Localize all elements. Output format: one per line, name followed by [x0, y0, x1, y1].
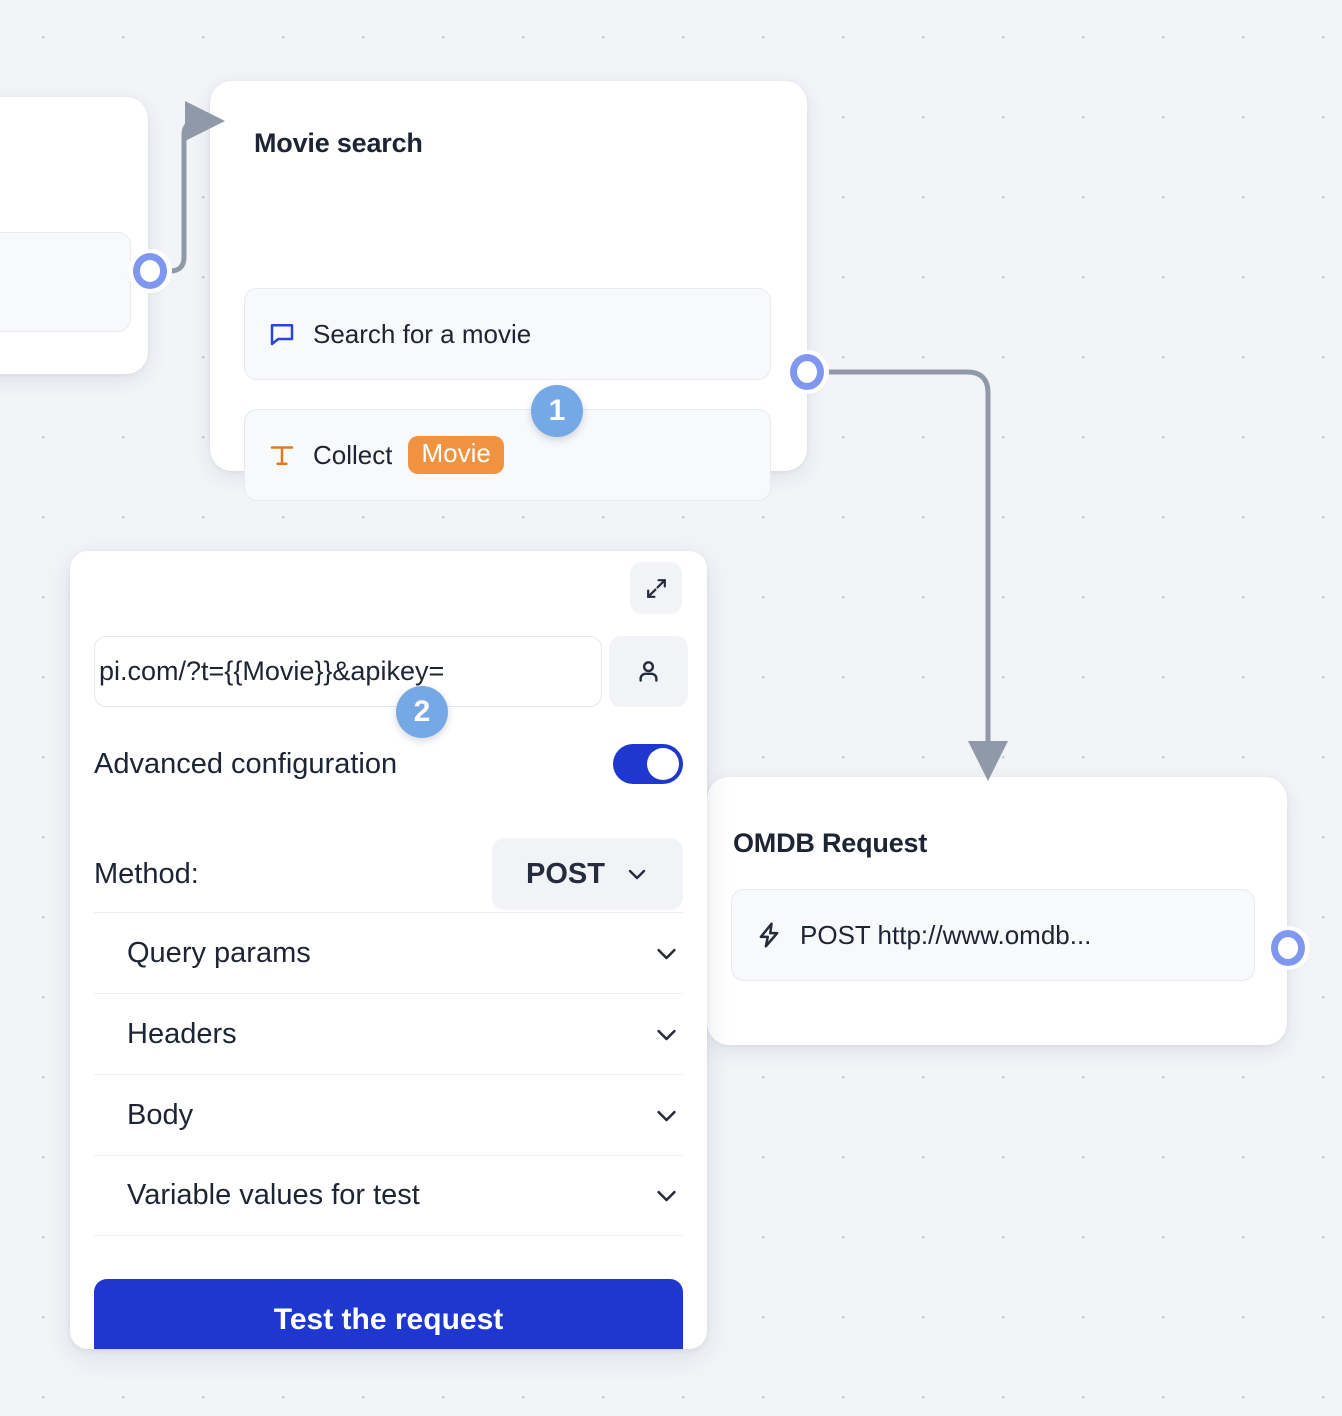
- node-card-movie-search[interactable]: Movie search Search for a movie Collect …: [210, 81, 807, 501]
- chevron-down-icon: [653, 940, 680, 967]
- node-title-omdb-request: OMDB Request: [733, 828, 928, 858]
- accordion-label: Body: [127, 1098, 194, 1131]
- test-the-request-button[interactable]: Test the request: [94, 1279, 683, 1349]
- request-url-value: pi.com/?t={{Movie}}&apikey=: [99, 656, 445, 686]
- chat-bubble-icon: [267, 319, 297, 349]
- text-type-icon: [267, 440, 297, 470]
- node-row-partial[interactable]: [0, 232, 131, 332]
- method-label: Method:: [94, 857, 199, 890]
- request-config-panel[interactable]: pi.com/?t={{Movie}}&apikey= Advanced con…: [70, 551, 707, 1349]
- step-badge-2: 2: [396, 686, 448, 738]
- expand-diagonal-icon: [644, 576, 669, 601]
- advanced-configuration-row: Advanced configuration: [94, 744, 683, 784]
- accordion-item-variable-values-for-test[interactable]: Variable values for test: [94, 1155, 683, 1236]
- method-row: Method: POST: [94, 838, 683, 910]
- node-card-omdb-request[interactable]: OMDB Request POST http://www.omdb...: [707, 777, 1287, 1045]
- edge-left-to-movie-search: [163, 101, 225, 274]
- port-omdb-request-output[interactable]: [1271, 931, 1305, 965]
- chevron-down-icon: [653, 1021, 680, 1048]
- node-row-label: POST http://www.omdb...: [800, 919, 1092, 950]
- variable-tag-movie[interactable]: Movie: [408, 436, 504, 474]
- node-row-collect-movie[interactable]: Collect Movie: [244, 409, 771, 501]
- node-card-partial-left[interactable]: [0, 97, 148, 374]
- port-movie-search-output[interactable]: [790, 355, 824, 389]
- lightning-bolt-icon: [754, 920, 784, 950]
- method-select[interactable]: POST: [492, 838, 683, 910]
- advanced-configuration-toggle[interactable]: [613, 744, 683, 784]
- node-row-search-for-a-movie[interactable]: Search for a movie: [244, 288, 771, 380]
- request-accordion: Query params Headers Body: [94, 912, 683, 1236]
- step-badge-1: 1: [531, 385, 583, 437]
- accordion-label: Headers: [127, 1017, 237, 1050]
- request-url-input[interactable]: pi.com/?t={{Movie}}&apikey=: [94, 636, 602, 707]
- edge-movie-search-to-omdb: [827, 369, 1008, 781]
- accordion-label: Variable values for test: [127, 1179, 420, 1211]
- url-row: pi.com/?t={{Movie}}&apikey=: [94, 636, 688, 707]
- chevron-down-icon: [653, 1102, 680, 1129]
- node-row-label: Collect: [313, 439, 393, 470]
- accordion-item-query-params[interactable]: Query params: [94, 912, 683, 993]
- chevron-down-icon: [653, 1182, 680, 1209]
- accordion-item-headers[interactable]: Headers: [94, 993, 683, 1074]
- expand-panel-button[interactable]: [630, 562, 682, 614]
- method-select-value: POST: [526, 857, 605, 890]
- chevron-down-icon: [625, 862, 649, 886]
- advanced-configuration-label: Advanced configuration: [94, 747, 398, 780]
- port-left-card-output[interactable]: [133, 254, 167, 288]
- node-row-label: Search for a movie: [313, 318, 532, 349]
- person-icon: [634, 657, 663, 686]
- accordion-item-body[interactable]: Body: [94, 1074, 683, 1155]
- accordion-label: Query params: [127, 936, 311, 969]
- node-row-post-request[interactable]: POST http://www.omdb...: [731, 889, 1255, 981]
- auth-user-button[interactable]: [609, 636, 688, 707]
- node-title-movie-search: Movie search: [254, 128, 423, 158]
